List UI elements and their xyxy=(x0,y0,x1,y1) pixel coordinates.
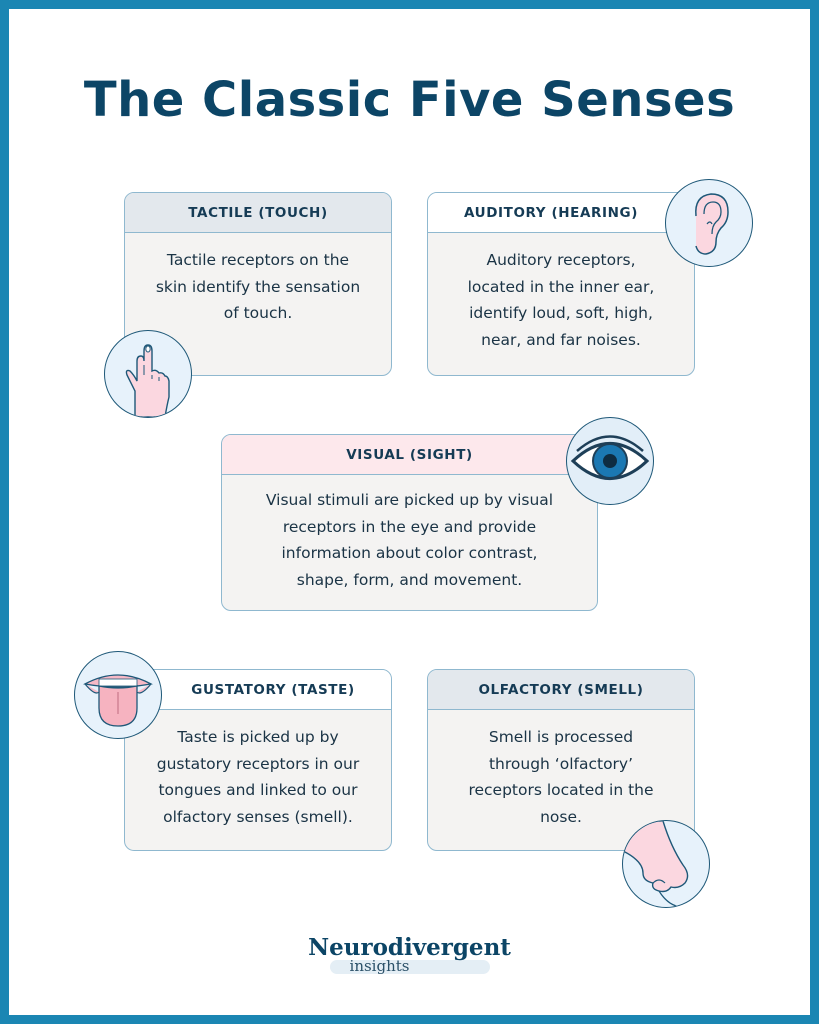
olfactory-line: receptors located in the xyxy=(468,781,654,799)
finger-touch-icon xyxy=(104,330,192,418)
brand-logo: Neurodivergent insights xyxy=(0,934,819,975)
logo-subtitle: insights xyxy=(349,957,410,975)
auditory-line: located in the inner ear, xyxy=(467,277,655,296)
eye-icon xyxy=(566,417,654,505)
auditory-line: near, and far noises. xyxy=(481,330,641,349)
logo-brush xyxy=(330,960,490,974)
gustatory-line: Taste is picked up by xyxy=(177,728,339,746)
visual-card: VISUAL (SIGHT) Visual stimuli are picked… xyxy=(221,434,598,611)
gustatory-card: GUSTATORY (TASTE) Taste is picked up by … xyxy=(124,669,392,851)
gustatory-text: Taste is picked up by gustatory receptor… xyxy=(125,710,391,830)
logo-wordmark: Neurodivergent xyxy=(308,934,511,961)
gustatory-heading: GUSTATORY (TASTE) xyxy=(125,670,391,710)
olfactory-text: Smell is processed through ‘olfactory’ r… xyxy=(428,710,694,830)
visual-heading: VISUAL (SIGHT) xyxy=(222,435,597,475)
visual-line: shape, form, and movement. xyxy=(296,570,523,589)
tactile-line: Tactile receptors on the xyxy=(166,251,350,269)
visual-line: information about color contrast, xyxy=(281,544,538,562)
tongue-icon xyxy=(74,651,162,739)
tactile-heading: TACTILE (TOUCH) xyxy=(125,193,391,233)
visual-line: receptors in the eye and provide xyxy=(282,517,537,536)
tactile-text: Tactile receptors on the skin identify t… xyxy=(125,233,391,327)
auditory-text: Auditory receptors, located in the inner… xyxy=(428,233,694,353)
visual-text: Visual stimuli are picked up by visual r… xyxy=(222,475,597,593)
gustatory-line: olfactory senses (smell). xyxy=(163,807,353,826)
gustatory-line: gustatory receptors in our xyxy=(156,754,360,773)
auditory-heading: AUDITORY (HEARING) xyxy=(428,193,694,233)
visual-line: Visual stimuli are picked up by visual xyxy=(265,491,554,509)
tactile-line: of touch. xyxy=(223,304,293,322)
auditory-line: Auditory receptors, xyxy=(486,251,636,269)
auditory-line: identify loud, soft, high, xyxy=(469,304,653,322)
nose-icon xyxy=(622,820,710,908)
tactile-line: skin identify the sensation xyxy=(155,277,361,296)
ear-icon xyxy=(665,179,753,267)
gustatory-line: tongues and linked to our xyxy=(158,781,358,799)
page-title: The Classic Five Senses xyxy=(83,72,736,128)
auditory-card: AUDITORY (HEARING) Auditory receptors, l… xyxy=(427,192,695,376)
olfactory-heading: OLFACTORY (SMELL) xyxy=(428,670,694,710)
olfactory-card: OLFACTORY (SMELL) Smell is processed thr… xyxy=(427,669,695,851)
olfactory-line: nose. xyxy=(540,807,582,826)
olfactory-line: Smell is processed xyxy=(488,728,634,746)
olfactory-line: through ‘olfactory’ xyxy=(488,754,634,773)
